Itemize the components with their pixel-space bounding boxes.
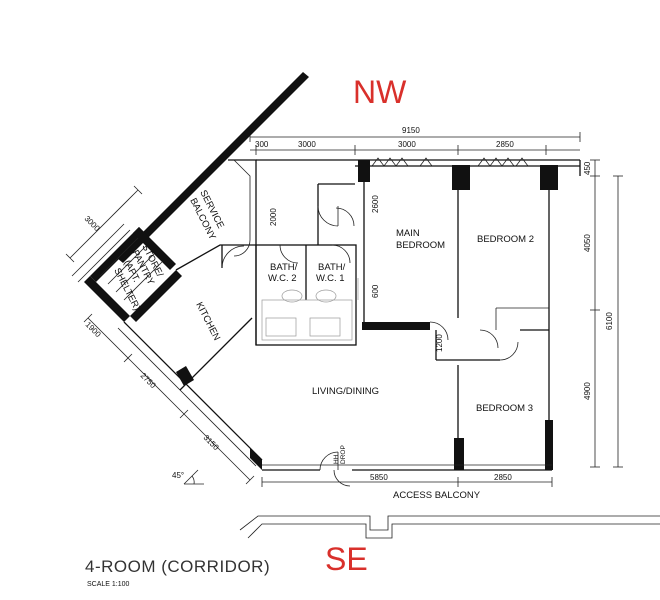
plan-scale: SCALE 1:100 (87, 581, 130, 588)
label-bath1-2: W.C. 1 (316, 273, 345, 284)
dim-int-2000: 2000 (269, 208, 278, 226)
dim-right-4050: 4050 (583, 234, 592, 252)
dimension-lines (65, 132, 623, 487)
store-hatching (71, 223, 163, 301)
dim-int-1200: 1200 (435, 334, 444, 352)
label-kitchen: KITCHEN (193, 300, 222, 342)
bath-fixtures (261, 278, 359, 341)
compass-se-label: SE (325, 541, 368, 577)
label-hh-1: HH (333, 454, 340, 464)
label-bedroom-3: BEDROOM 3 (476, 403, 533, 414)
compass-nw-label: NW (353, 74, 407, 110)
angle-indicator (183, 469, 204, 485)
dim-int-2600: 2600 (371, 195, 380, 213)
label-bath1-1: BATH/ (318, 262, 346, 273)
label-bath2-2: W.C. 2 (268, 273, 297, 284)
label-hh-2: DROP (340, 445, 347, 464)
dim-left-1900: 1900 (84, 320, 103, 339)
door-swings (221, 205, 519, 487)
dim-top-2850: 2850 (496, 140, 514, 149)
dim-top-3000b: 3000 (398, 140, 416, 149)
dim-top-300: 300 (255, 140, 269, 149)
dim-left-3000: 3000 (83, 214, 102, 233)
label-bath2-1: BATH/ (270, 262, 298, 273)
top-windows (371, 157, 529, 167)
dim-left-2750: 2750 (139, 371, 158, 390)
corridor-outline (239, 515, 660, 539)
dim-bottom-5850: 5850 (370, 473, 388, 482)
plan-title: 4-ROOM (CORRIDOR) (85, 557, 270, 576)
dim-int-600: 600 (371, 284, 380, 298)
label-main-bedroom-1: MAIN (396, 228, 420, 239)
dim-right-6100: 6100 (605, 312, 614, 330)
dim-top-total: 9150 (402, 126, 420, 135)
dim-left-3150: 3150 (202, 433, 221, 452)
angle-label: 45° (172, 471, 184, 480)
dim-right-450: 450 (583, 161, 592, 175)
dim-bottom-2850: 2850 (494, 473, 512, 482)
label-main-bedroom-2: BEDROOM (396, 240, 445, 251)
label-living-dining: LIVING/DINING (312, 386, 379, 397)
dim-top-3000a: 3000 (298, 140, 316, 149)
label-bedroom-2: BEDROOM 2 (477, 234, 534, 245)
walls (84, 72, 581, 471)
dim-right-4900: 4900 (583, 382, 592, 400)
label-access-balcony: ACCESS BALCONY (393, 490, 481, 501)
